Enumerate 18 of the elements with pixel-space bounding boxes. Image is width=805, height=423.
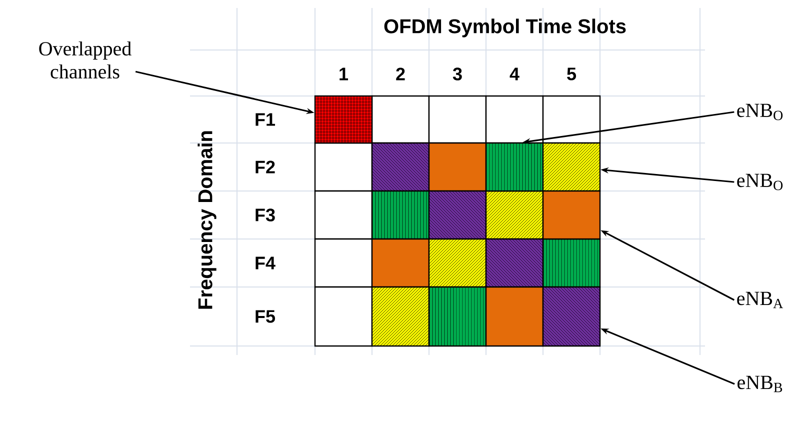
axis-title: OFDM Symbol Time Slots: [384, 18, 626, 38]
column-number: 2: [396, 68, 405, 80]
callout-text: Overlapped channels: [39, 41, 132, 79]
axis-title: Frequency Domain: [198, 131, 216, 309]
column-number: 4: [510, 68, 520, 80]
callout-text: eNB$_{O}$: [737, 104, 783, 120]
row-label: F1: [256, 113, 276, 126]
row-label: F4: [256, 256, 276, 270]
row-label: F3: [256, 208, 275, 222]
callout-text: eNB$_{A}$: [737, 292, 784, 308]
row-label: F5: [256, 310, 276, 323]
callout-text: eNB$_{B}$: [738, 376, 782, 392]
callout-text: eNB$_{O}$: [737, 174, 783, 190]
column-number: 3: [452, 68, 462, 80]
grid-cell: [542, 190, 601, 240]
row-label: F2: [256, 160, 275, 174]
grid-cell: [542, 142, 601, 192]
column-number: 5: [567, 68, 576, 80]
